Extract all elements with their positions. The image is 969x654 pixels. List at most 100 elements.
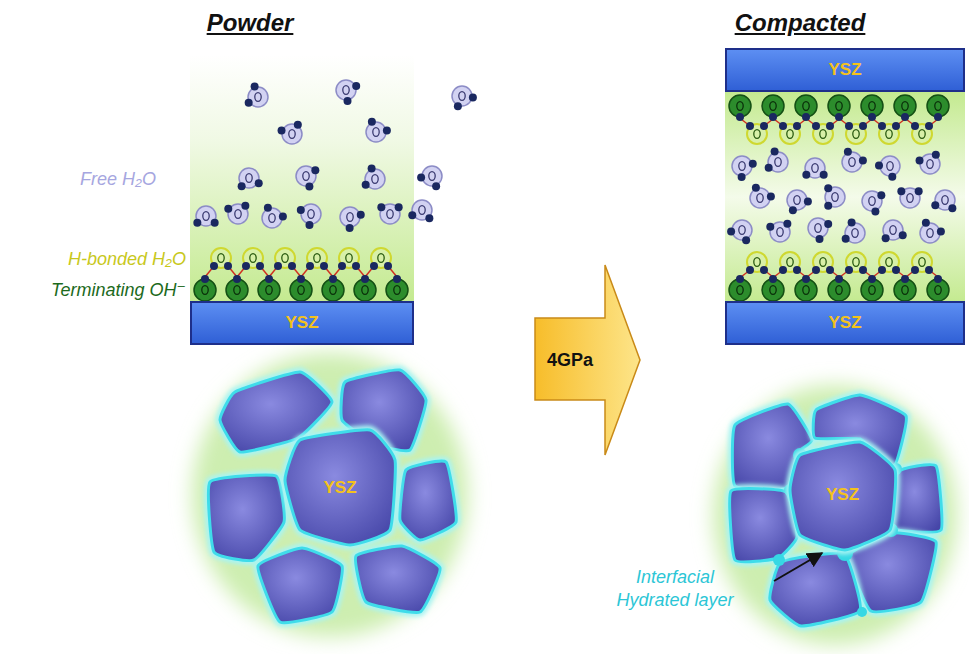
hydrogen (783, 220, 791, 228)
terminating-hydroxyl (927, 95, 949, 121)
oxygen-ring (255, 93, 261, 102)
oxygen-ring (235, 210, 241, 219)
hydrogen (937, 227, 945, 235)
hydrogen (193, 219, 201, 227)
hydrogen (824, 202, 832, 210)
hydrogen (877, 191, 885, 199)
free-water (340, 207, 365, 232)
free-water (732, 156, 757, 181)
oxygen-ring (218, 254, 224, 263)
hydrogen (765, 164, 773, 172)
terminating-hydroxyl (927, 275, 949, 301)
oxygen-ring (787, 258, 793, 267)
ysz-grain: YSZ (280, 425, 400, 550)
legend-label: H-bonded H₂O (6, 248, 186, 271)
hydrogen (793, 122, 801, 130)
hydrogen (859, 122, 867, 130)
free-water (920, 219, 945, 243)
oxygen-ring (346, 254, 352, 263)
oxygen-ring (429, 172, 435, 181)
hydrogen (736, 113, 744, 121)
oxygen-ring (269, 214, 275, 223)
water-molecule (366, 122, 386, 142)
panel-ground (725, 92, 965, 302)
h-bonded-water (237, 248, 269, 277)
grain-outline (790, 442, 896, 550)
oxygen-ring (794, 196, 800, 205)
free-water (765, 148, 788, 172)
hydrogen (842, 235, 850, 243)
oxygen-ring (836, 286, 842, 295)
free-water (366, 118, 391, 142)
water-molecule (880, 156, 900, 176)
hydrogen (311, 166, 319, 174)
hydrogen (294, 121, 302, 129)
hydrogen (265, 275, 273, 283)
water-molecule (262, 208, 282, 228)
hydrogen (278, 127, 286, 135)
hydrogen (245, 99, 253, 107)
hydrogen (871, 207, 879, 215)
oxygen-ring (775, 158, 781, 167)
oxygen-ring (820, 258, 826, 267)
free-water (452, 86, 477, 110)
free-water (193, 206, 218, 227)
hydrogen (305, 182, 313, 190)
ysz-substrate: YSZ (725, 48, 965, 92)
hydrogen (769, 113, 777, 121)
free-water (297, 204, 321, 229)
oxygen-ring (308, 210, 314, 219)
hydrogen (242, 262, 250, 270)
free-water (727, 220, 752, 244)
h-bonded-water (906, 119, 938, 144)
interfacial-pocket (857, 607, 867, 617)
grain-glow (285, 430, 395, 545)
terminating-hydroxyl (894, 95, 916, 121)
hydrogen (306, 262, 314, 270)
terminating-hydroxyl (290, 275, 312, 301)
material-label: YSZ (828, 60, 861, 80)
terminating-hydroxyl (762, 95, 784, 121)
hydrogen (934, 113, 942, 121)
oxygen-ring (298, 286, 304, 295)
hydrogen (384, 262, 392, 270)
oxygen-ring (849, 158, 855, 167)
hydrogen (812, 122, 820, 130)
molecules (193, 80, 956, 301)
free-water (278, 121, 302, 144)
water-molecule (787, 190, 807, 210)
hydrogen (793, 266, 801, 274)
terminating-hydroxyl (226, 275, 248, 301)
terminating-hydroxyl (354, 275, 376, 301)
hydrogen (922, 219, 930, 227)
interface-label: Interfacial Hydrated layer (605, 566, 745, 611)
free-water (842, 219, 865, 243)
hydrogen (746, 122, 754, 130)
hydrogen (915, 187, 923, 195)
oxygen-ring (927, 160, 933, 169)
arrow-outline (535, 265, 640, 455)
oxygen-ring (942, 196, 948, 205)
ysz-substrate: YSZ (725, 301, 965, 345)
hydrogen (789, 206, 797, 214)
hydrogen (892, 266, 900, 274)
water-molecule (842, 152, 862, 172)
grain-glow (258, 548, 342, 623)
oxygen-ring (853, 130, 859, 139)
hydrogen (361, 275, 369, 283)
free-water (802, 158, 827, 179)
terminating-hydroxyl (194, 275, 216, 301)
h-bonded-water (301, 248, 333, 277)
grain-glow (400, 461, 456, 540)
h-bonded-water (205, 248, 237, 277)
hydrogen (264, 204, 272, 212)
hydrogen (934, 275, 942, 283)
hydrogen (769, 275, 777, 283)
hydrogen (746, 266, 754, 274)
hydrogen (875, 162, 883, 170)
oxygen-ring (459, 92, 465, 101)
hydrogen (859, 266, 867, 274)
hydrogen (749, 160, 757, 168)
hydrogen (816, 235, 824, 243)
water-molecule (452, 86, 472, 106)
